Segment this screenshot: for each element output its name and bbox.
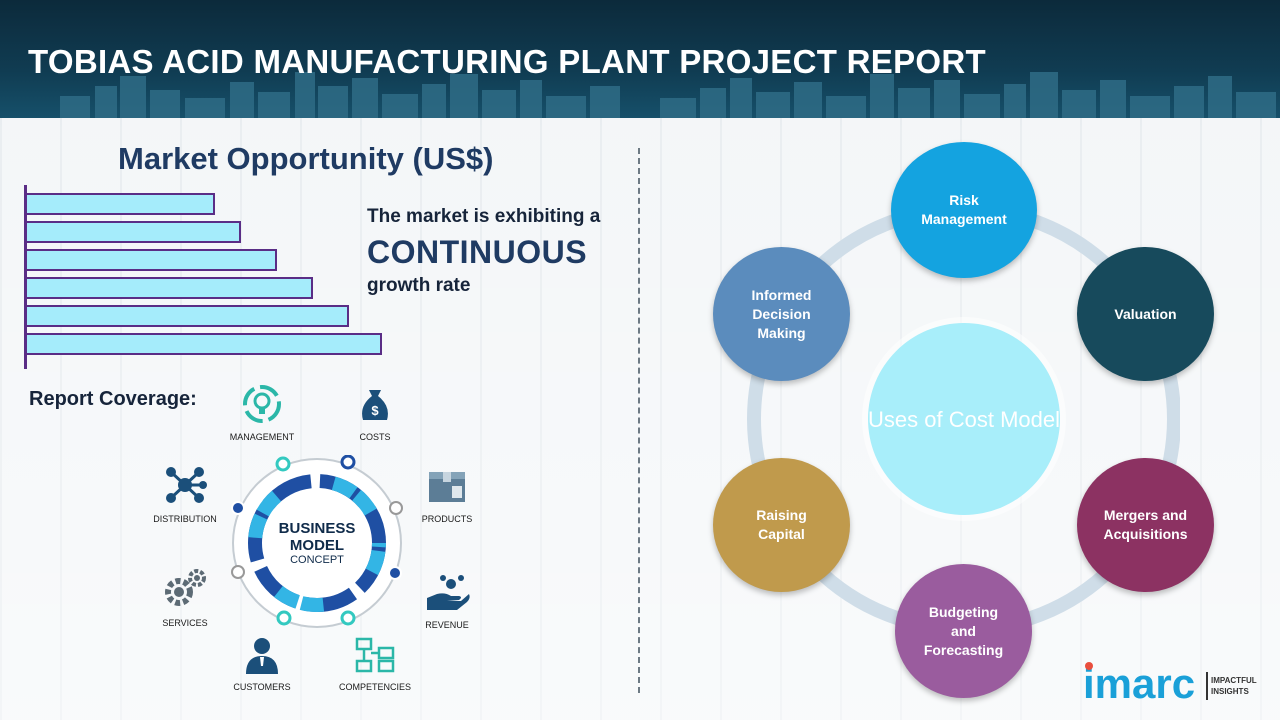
growth-bar [27,193,215,215]
coverage-management: MANAGEMENT [207,384,317,442]
growth-bar [27,305,349,327]
competencies-chart-icon [355,637,395,673]
informed-label-line3: Making [757,324,806,341]
budgeting-label-line1: Budgeting [928,603,999,620]
coverage-competencies-label: COMPETENCIES [338,682,411,692]
mergers-label-line2: Acquisitions [1103,526,1188,542]
uses-valuation: Valuation [1077,247,1214,381]
imarc-logo: imarc IMPACTFUL INSIGHTS [1083,658,1263,713]
market-growth-bars [24,185,404,369]
header-banner: TOBIAS ACID MANUFACTURING PLANT PROJECT … [0,0,1280,118]
coverage-costs: $ COSTS [320,384,430,442]
uses-center-circle: Uses of Cost Model [868,323,1060,515]
logo-tagline1: IMPACTFUL [1211,676,1257,685]
growth-bar [27,333,382,355]
risk-label-line1: Risk [949,192,979,208]
growth-bar [27,249,277,271]
wheel-dots [231,454,403,626]
distribution-network-icon [166,467,207,503]
management-icon [243,385,281,423]
growth-bar [27,221,241,243]
uses-center-line2: Cost Model [948,406,1060,432]
growth-bar [27,277,313,299]
market-opportunity-title: Market Opportunity (US$) [118,141,494,176]
product-box-icon [429,472,465,502]
informed-label-line2: Decision [752,305,811,322]
section-divider [638,148,640,693]
business-model-ring [231,454,403,628]
coverage-distribution: DISTRIBUTION [130,464,240,524]
coverage-distribution-label: DISTRIBUTION [153,514,217,524]
report-title: TOBIAS ACID MANUFACTURING PLANT PROJECT … [28,43,986,80]
mergers-label-line1: Mergers and [1103,507,1188,523]
business-model-line2: MODEL [289,537,345,554]
coverage-customers: CUSTOMERS [207,636,317,692]
coverage-costs-label: COSTS [359,432,391,442]
coverage-services-label: SERVICES [162,618,208,628]
coverage-revenue: REVENUE [392,570,502,630]
coverage-products: PRODUCTS [392,468,502,524]
raising-label-line1: Raising [756,507,807,523]
business-model-line3: CONCEPT [290,554,344,566]
business-model-line1: BUSINESS [278,520,356,537]
background-photo [0,118,1280,720]
svg-text:imarc: imarc [1083,660,1195,707]
svg-text:$: $ [371,403,379,418]
city-skyline-graphic [60,72,1276,118]
customer-person-icon [246,638,278,674]
hand-revenue-icon [427,575,470,610]
market-statement-line3: growth rate [367,275,471,296]
market-statement-highlight: CONTINUOUS [367,234,588,270]
informed-label-line1: Informed [751,286,812,303]
business-model-wheel: BUSINESS MODEL CONCEPT [229,454,405,631]
coverage-products-label: PRODUCTS [421,514,473,524]
raising-label-line2: Capital [758,526,805,542]
coverage-management-label: MANAGEMENT [229,432,295,442]
bars-axis [24,185,27,369]
coverage-customers-label: CUSTOMERS [233,682,291,692]
imarc-logo-mark: imarc IMPACTFUL INSIGHTS [1083,660,1257,707]
coverage-services: SERVICES [130,566,240,628]
money-bag-icon: $ [362,390,388,420]
coverage-revenue-label: REVENUE [425,620,469,630]
market-statement-line1: The market is exhibiting a [367,206,601,227]
valuation-label: Valuation [1114,305,1177,322]
market-statement: The market is exhibiting a CONTINUOUS gr… [367,206,600,297]
budgeting-label-line3: Forecasting [923,641,1004,658]
budgeting-label-line2: and [951,622,976,639]
logo-tagline2: INSIGHTS [1211,687,1249,696]
risk-label-line2: Management [921,211,1007,227]
gears-icon [165,569,206,606]
report-coverage-title: Report Coverage: [29,388,197,410]
coverage-competencies: COMPETENCIES [320,636,430,692]
uses-center-line1: Uses of [868,406,943,432]
